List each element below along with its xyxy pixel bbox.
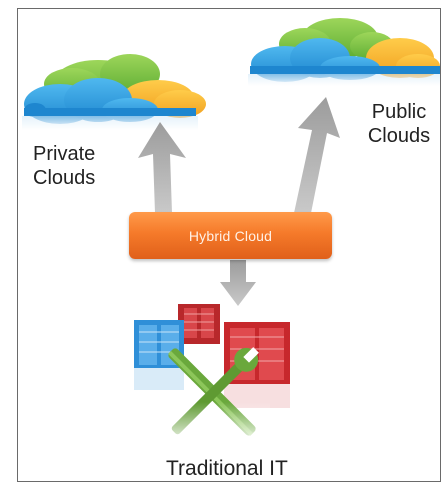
public-clouds-label: Public Clouds [367,101,431,147]
hybrid-cloud-box: Hybrid Cloud [129,212,332,259]
wrench-screwdriver-icon [150,347,270,438]
public-cloud-icon [248,18,440,86]
arrow-up-icon [138,122,186,213]
traditional-it-label: Traditional IT [166,457,288,480]
arrow-down-icon [220,260,256,306]
arrow-up-icon [294,97,340,213]
private-clouds-label: Private Clouds [33,143,96,189]
private-cloud-icon [22,54,206,130]
hybrid-cloud-label: Hybrid Cloud [188,227,273,244]
